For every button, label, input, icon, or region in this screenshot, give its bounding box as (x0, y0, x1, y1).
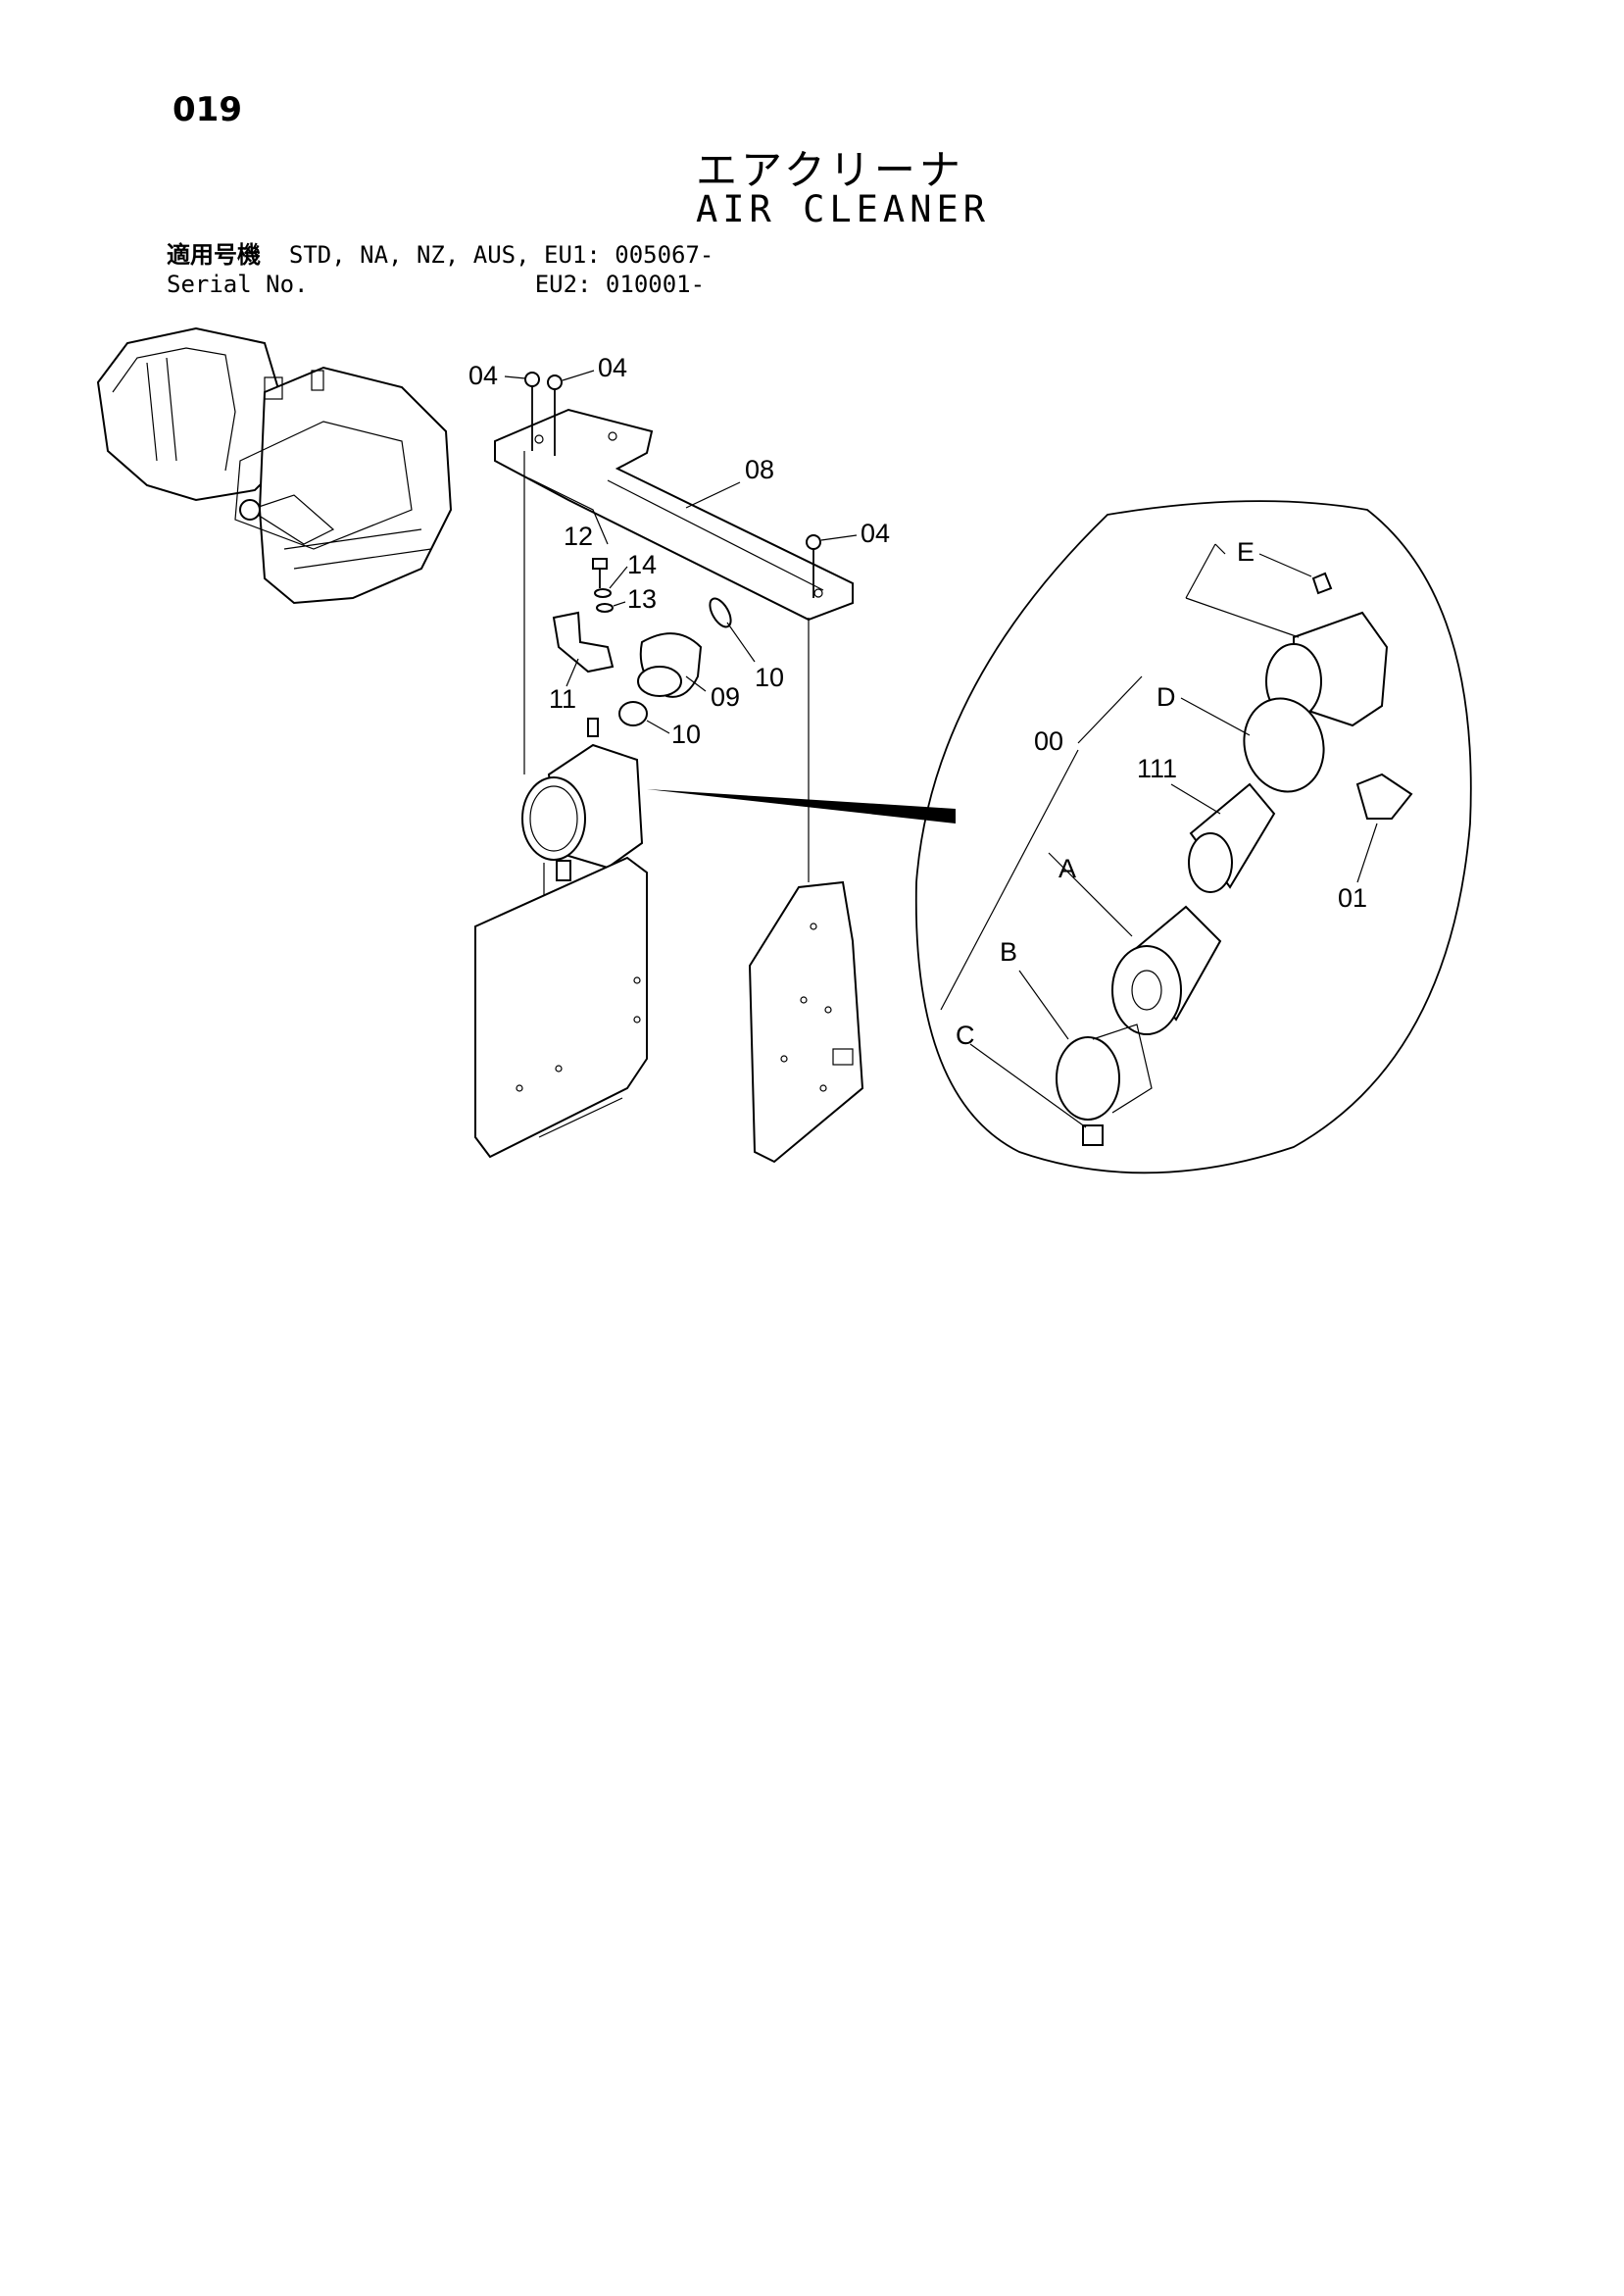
excavator-location-thumbnail (96, 326, 453, 605)
detail-part-e-cap (1311, 572, 1333, 595)
title-japanese: エアクリーナ (696, 146, 964, 194)
detail-part-c-dust-valve (1082, 1124, 1104, 1146)
air-cleaner-assembly-main (521, 718, 644, 881)
callout-111: 111 (1137, 754, 1177, 783)
callout-10-lower: 10 (671, 720, 701, 749)
callout-04-right: 04 (598, 353, 627, 382)
applicability-block: 適用号機 STD, NA, NZ, AUS, EU1: 005067- Seri… (167, 240, 714, 299)
part-10-hose-clamps (618, 597, 732, 726)
callout-00: 00 (1034, 726, 1063, 756)
callout-d: D (1156, 682, 1176, 712)
callout-e: E (1237, 537, 1255, 567)
detail-pointer (647, 789, 956, 824)
callout-09: 09 (711, 682, 740, 712)
detail-balloon-outline (914, 500, 1472, 1174)
callout-10-upper: 10 (755, 663, 784, 692)
callout-04-lower: 04 (861, 519, 890, 548)
callout-08: 08 (745, 455, 774, 484)
part-11-support-bracket (552, 611, 615, 674)
callout-14: 14 (627, 550, 657, 579)
applicability-label-en: Serial No. (167, 271, 309, 298)
callout-13: 13 (627, 584, 657, 614)
part-09-elbow-hose (637, 632, 703, 698)
detail-part-d-seal-ring (1243, 697, 1325, 793)
detail-part-01-valve (1355, 773, 1413, 820)
applicability-row-2: EU2: 010001- (534, 271, 706, 298)
side-panel-left (474, 856, 648, 1159)
part-08-mounting-bracket (494, 408, 854, 622)
applicability-label-jp: 適用号機 (167, 241, 261, 269)
callout-01: 01 (1338, 883, 1367, 913)
detail-part-b-cover (1056, 1023, 1153, 1121)
side-panel-right (748, 880, 864, 1164)
part-12-13-14-fasteners (592, 558, 614, 613)
page-number: 019 (172, 90, 242, 129)
detail-part-111-inner-element (1188, 782, 1276, 893)
part-04-bolts (524, 372, 821, 598)
callout-11: 11 (549, 684, 576, 714)
callout-a: A (1058, 854, 1076, 883)
callout-c: C (956, 1021, 975, 1050)
callout-12: 12 (564, 522, 593, 551)
title-english: AIR CLEANER (696, 188, 991, 230)
applicability-row-1: STD, NA, NZ, AUS, EU1: 005067- (288, 241, 714, 269)
detail-part-a-outer-element (1111, 905, 1222, 1035)
callout-b: B (1000, 937, 1017, 967)
callout-04-left: 04 (468, 361, 498, 390)
